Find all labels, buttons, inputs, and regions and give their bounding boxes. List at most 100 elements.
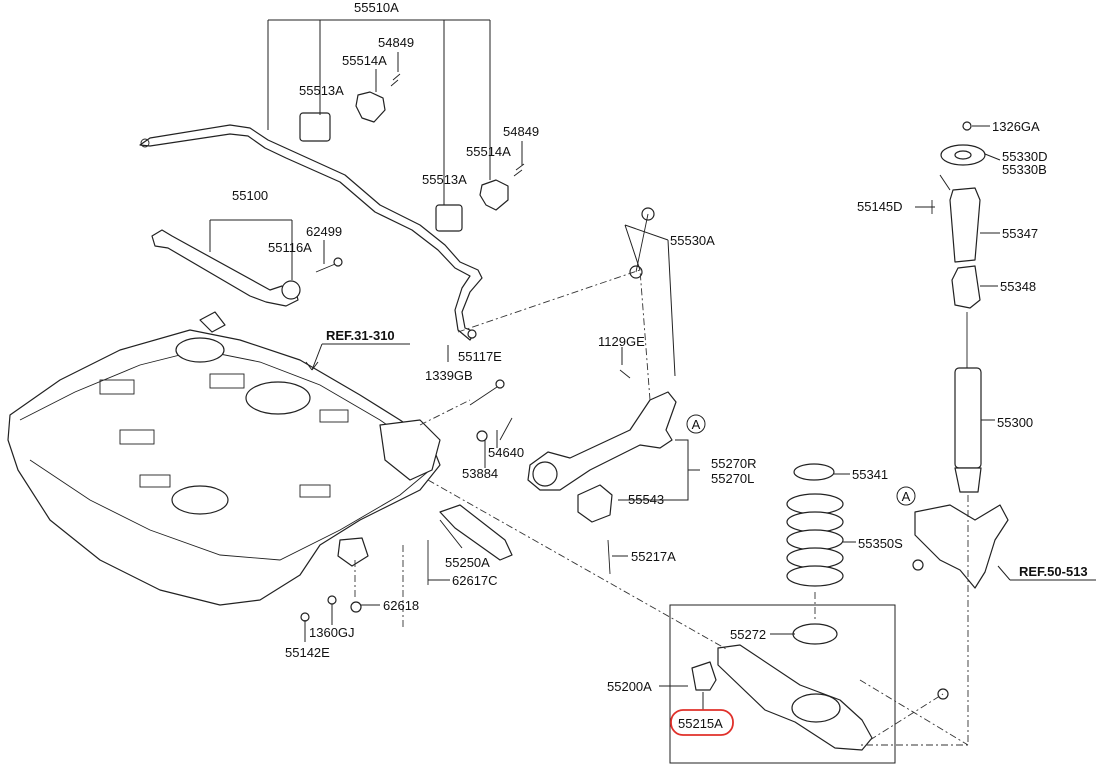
tank-panel-d bbox=[139, 474, 171, 488]
shock-eye bbox=[954, 467, 982, 493]
label-55341[interactable]: 55341 bbox=[852, 467, 888, 482]
label-55200A[interactable]: 55200A bbox=[607, 679, 652, 694]
trailing-arm bbox=[151, 229, 299, 307]
marker-a-1: A bbox=[686, 414, 706, 434]
label-55514A-right[interactable]: 55514A bbox=[466, 144, 511, 159]
nut-62618-icon bbox=[350, 601, 362, 613]
rear-arm bbox=[527, 391, 677, 491]
lower-arm-inset bbox=[669, 604, 949, 764]
label-55270L[interactable]: 55270L bbox=[711, 471, 754, 486]
reference-dashed-lines bbox=[354, 269, 969, 746]
label-62617C[interactable]: 62617C bbox=[452, 573, 498, 588]
label-55100[interactable]: 55100 bbox=[232, 188, 268, 203]
bolt-head-icon bbox=[495, 379, 505, 389]
knuckle-hole-icon bbox=[912, 559, 924, 571]
label-55145D[interactable]: 55145D bbox=[857, 199, 903, 214]
bushing-55116A bbox=[281, 280, 301, 300]
bolt-55217A-icon bbox=[607, 539, 611, 575]
label-55347[interactable]: 55347 bbox=[1002, 226, 1038, 241]
bolt-54640-icon bbox=[499, 417, 513, 441]
svg-text:A: A bbox=[902, 489, 911, 504]
bolt-1129GE-icon bbox=[619, 369, 631, 379]
label-55330B[interactable]: 55330B bbox=[1002, 162, 1047, 177]
bracket-55514A-right bbox=[479, 179, 509, 211]
tank-seam-lower bbox=[29, 459, 431, 561]
label-1129GE[interactable]: 1129GE bbox=[598, 334, 645, 349]
label-62499[interactable]: 62499 bbox=[306, 224, 342, 239]
arm-eye-icon bbox=[532, 461, 558, 487]
label-54849-right[interactable]: 54849 bbox=[503, 124, 539, 139]
label-55117E[interactable]: 55117E bbox=[458, 349, 502, 364]
highlight-55215A bbox=[670, 709, 734, 736]
label-62618[interactable]: 62618 bbox=[383, 598, 419, 613]
label-55510A[interactable]: 55510A bbox=[354, 0, 399, 15]
label-55215A[interactable]: 55215A bbox=[678, 716, 723, 731]
label-55543[interactable]: 55543 bbox=[628, 492, 664, 507]
coil-spring-55350S bbox=[786, 493, 844, 587]
washer-53884-icon bbox=[476, 430, 488, 442]
label-55513A-right[interactable]: 55513A bbox=[422, 172, 467, 187]
label-55250A[interactable]: 55250A bbox=[445, 555, 490, 570]
label-55530A[interactable]: 55530A bbox=[670, 233, 715, 248]
label-55217A[interactable]: 55217A bbox=[631, 549, 676, 564]
label-55348[interactable]: 55348 bbox=[1000, 279, 1036, 294]
nut-55142E-icon bbox=[300, 612, 310, 622]
tank-panel-f bbox=[319, 409, 349, 423]
label-55300[interactable]: 55300 bbox=[997, 415, 1033, 430]
label-55330D[interactable]: 55330D bbox=[1002, 149, 1048, 164]
marker-a-2: A bbox=[896, 486, 916, 506]
tank-mount-lower bbox=[337, 537, 369, 567]
label-54640[interactable]: 54640 bbox=[488, 445, 524, 460]
label-55272[interactable]: 55272 bbox=[730, 627, 766, 642]
tank-mount bbox=[199, 311, 226, 333]
lower-arm-55200A bbox=[717, 644, 873, 751]
label-55142E[interactable]: 55142E bbox=[285, 645, 330, 660]
bar-end-icon bbox=[140, 138, 150, 148]
dust-cover-55347 bbox=[949, 187, 981, 263]
tank-bracket bbox=[379, 419, 441, 481]
tank-opening-1 bbox=[175, 337, 225, 363]
trailing-arm-55100 bbox=[151, 229, 343, 307]
tank-opening-2 bbox=[245, 381, 311, 415]
bracket-55514A-left bbox=[355, 91, 386, 123]
label-55116A[interactable]: 55116A bbox=[268, 240, 312, 255]
fuel-tank bbox=[7, 311, 441, 606]
label-55270R[interactable]: 55270R bbox=[711, 456, 757, 471]
knuckle bbox=[914, 504, 1009, 589]
part-labels: 55510A 54849 55514A 55513A 54849 55514A … bbox=[232, 0, 1048, 736]
label-55513A-left[interactable]: 55513A bbox=[299, 83, 344, 98]
label-1339GB[interactable]: 1339GB bbox=[425, 368, 473, 383]
tank-panel-c bbox=[119, 429, 155, 445]
inset-frame bbox=[669, 604, 896, 764]
ref-31-310-label[interactable]: REF.31-310 bbox=[326, 328, 395, 343]
bushing-55513A-left bbox=[299, 112, 331, 142]
bushing-55513A-right bbox=[435, 204, 463, 232]
clip-1360GJ-icon bbox=[327, 595, 337, 605]
bolt-head-icon bbox=[333, 257, 343, 267]
ref-50-513-label[interactable]: REF.50-513 bbox=[1019, 564, 1088, 579]
spring-seat-icon bbox=[791, 693, 841, 723]
mount-center-icon bbox=[954, 150, 972, 160]
svg-text:A: A bbox=[692, 417, 701, 432]
leader-lines bbox=[209, 19, 1096, 710]
tank-panel-a bbox=[99, 379, 135, 395]
nut-1326GA-icon bbox=[962, 121, 972, 131]
label-55350S[interactable]: 55350S bbox=[858, 536, 903, 551]
bolt-54849-right-icon bbox=[513, 163, 525, 177]
tank-panel-b bbox=[209, 373, 245, 389]
link-rod bbox=[635, 213, 649, 273]
label-1326GA[interactable]: 1326GA bbox=[992, 119, 1040, 134]
bushing-55215A bbox=[691, 661, 717, 691]
label-55514A-left[interactable]: 55514A bbox=[342, 53, 387, 68]
bolt-54849-left-icon bbox=[390, 73, 401, 87]
label-53884[interactable]: 53884 bbox=[462, 466, 498, 481]
nut-55117E-icon bbox=[467, 329, 477, 339]
label-54849-left[interactable]: 54849 bbox=[378, 35, 414, 50]
shock-spring-stack bbox=[786, 121, 1009, 589]
spring-pad-55272 bbox=[792, 623, 838, 645]
bump-stopper-55348 bbox=[951, 265, 981, 309]
spring-pad-55341 bbox=[793, 463, 835, 481]
bolt-1339GB-icon bbox=[469, 384, 501, 406]
label-1360GJ[interactable]: 1360GJ bbox=[309, 625, 355, 640]
